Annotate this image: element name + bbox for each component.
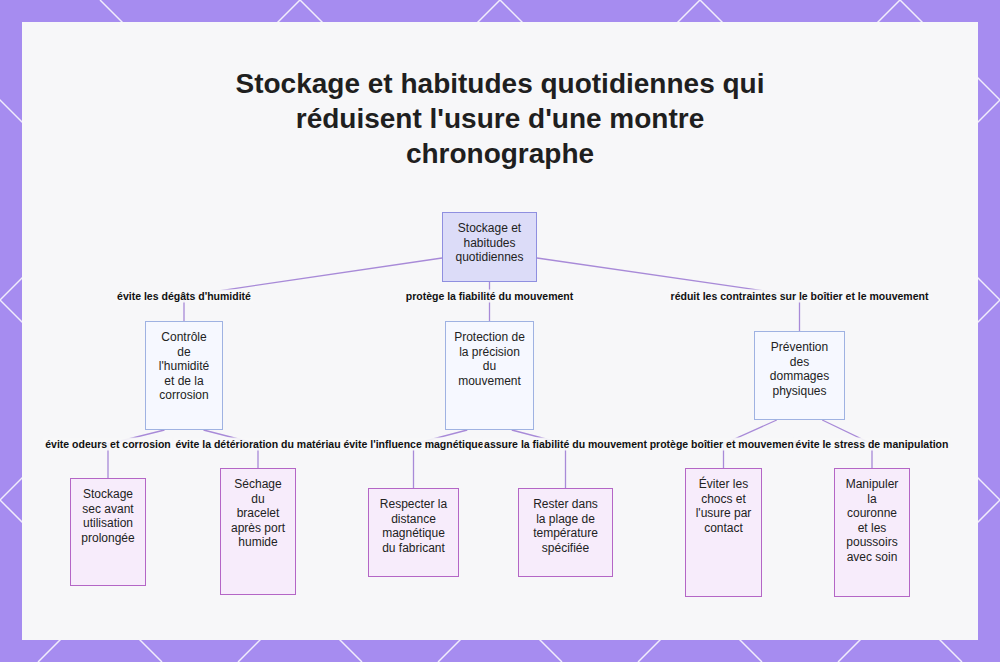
node-text: Séchage du bracelet après port humide <box>229 477 287 550</box>
habit-box: Respecter la distance magnétique du fabr… <box>368 488 459 577</box>
node-text: Stockage et habitudes quotidiennes <box>451 221 528 265</box>
category-box: Contrôle de l'humidité et de la corrosio… <box>145 321 223 430</box>
edge-label: réduit les contraintes sur le boîtier et… <box>669 290 931 303</box>
edge-label: évite odeurs et corrosion <box>43 438 172 451</box>
edge-label: évite les dégâts d'humidité <box>115 290 253 303</box>
habit-box: Stockage sec avant utilisation prolongée <box>70 478 146 586</box>
edge-label: évite le stress de manipulation <box>794 438 951 451</box>
node-text: Rester dans la plage de température spéc… <box>527 497 604 555</box>
node-text: Éviter les chocs et l'usure par contact <box>694 477 753 535</box>
node-text: Manipuler la couronne et les poussoirs a… <box>843 477 901 564</box>
node-text: Prévention des dommages physiques <box>763 340 836 398</box>
node-text: Stockage sec avant utilisation prolongée <box>79 487 137 545</box>
category-box: Protection de la précision du mouvement <box>445 321 534 430</box>
node-text: Contrôle de l'humidité et de la corrosio… <box>154 330 214 403</box>
habit-box: Manipuler la couronne et les poussoirs a… <box>834 468 910 597</box>
edge-label: assure la fiabilité du mouvement <box>482 438 649 451</box>
edge-label: protège la fiabilité du mouvement <box>404 290 575 303</box>
habit-box: Rester dans la plage de température spéc… <box>518 488 613 577</box>
root-box: Stockage et habitudes quotidiennes <box>442 212 537 282</box>
edge-label: évite l'influence magnétique <box>341 438 485 451</box>
node-text: Respecter la distance magnétique du fabr… <box>377 497 450 555</box>
habit-box: Éviter les chocs et l'usure par contact <box>685 468 762 597</box>
diagram-title: Stockage et habitudes quotidiennes qui r… <box>200 66 800 171</box>
edge-label: protège boîtier et mouvement <box>648 438 800 451</box>
edge-label: évite la détérioration du matériau <box>173 438 342 451</box>
node-text: Protection de la précision du mouvement <box>454 330 525 388</box>
category-box: Prévention des dommages physiques <box>754 331 845 420</box>
habit-box: Séchage du bracelet après port humide <box>220 468 296 595</box>
